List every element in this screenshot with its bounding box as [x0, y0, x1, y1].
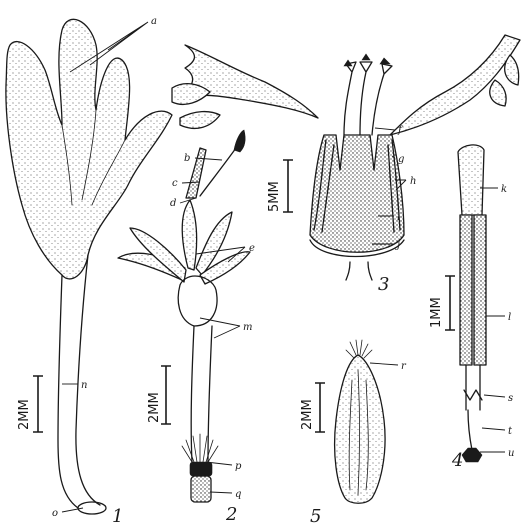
figure-4-stamen: [458, 145, 486, 462]
label-r: r: [401, 361, 407, 372]
label-o: o: [52, 508, 58, 519]
figure-number-5: 5: [310, 506, 321, 527]
label-c: c: [172, 178, 178, 189]
fig2-ovary: [191, 476, 211, 502]
figure-5-scale: [335, 340, 385, 503]
scale-bar-fig2: 2MM: [147, 366, 171, 424]
figure-2-floret: [118, 130, 250, 502]
label-h: h: [410, 176, 416, 187]
label-d: d: [170, 198, 176, 209]
label-g: g: [398, 154, 404, 165]
label-e: e: [249, 243, 255, 254]
label-q: q: [235, 489, 241, 500]
figure-number-4: 4: [451, 450, 463, 471]
label-n: n: [81, 380, 87, 391]
fig4-filament: [466, 365, 480, 410]
label-k: k: [501, 184, 507, 195]
fig2-pappus: [182, 434, 218, 462]
label-s: s: [508, 393, 513, 404]
scale-bar-fig5-label: 2MM: [300, 399, 315, 430]
figure-number-2: 2: [225, 504, 237, 525]
fig3-ray-right-tip-2: [490, 80, 506, 106]
scale-bar-fig3-label: 5MM: [267, 181, 282, 212]
label-p: p: [235, 461, 242, 472]
fig4-appendage: [468, 410, 472, 450]
figure-number-3: 3: [378, 274, 389, 295]
fig2-lobe-mid: [182, 200, 196, 270]
label-t: t: [508, 426, 513, 437]
label-a: a: [151, 16, 157, 27]
label-i: i: [397, 212, 400, 223]
label-b: b: [184, 153, 190, 164]
fig2-stem: [191, 326, 212, 462]
figure-number-1: 1: [112, 506, 123, 527]
fig4-base-collar: [464, 390, 482, 400]
scale-bar-fig4-label: 1MM: [429, 297, 444, 328]
fig3-ray-left-tip-2: [180, 112, 220, 129]
fig3-inner-florets: [344, 62, 392, 135]
figure-numbers: 1 2 3 4 5: [112, 274, 463, 527]
fig3-stigmas: [344, 54, 390, 66]
fig2-tube: [178, 276, 217, 326]
fig4-anther-right: [474, 215, 486, 365]
fig3-ray-right-tip: [505, 55, 519, 85]
fig4-anther-left: [460, 215, 472, 365]
fig1-tube: [58, 255, 100, 508]
scale-bar-fig4: 1MM: [429, 276, 455, 330]
fig4-connective: [458, 145, 484, 215]
fig2-ovary-collar: [190, 462, 212, 476]
scale-bar-fig2-label: 2MM: [147, 392, 162, 423]
scale-bar-fig1-label: 2MM: [17, 399, 32, 430]
scale-bar-fig5: 2MM: [300, 383, 325, 432]
fig2-stigma: [234, 130, 245, 152]
fig4-base: [462, 448, 482, 462]
scale-bar-fig1: 2MM: [17, 376, 43, 432]
fig3-ray-left: [180, 45, 318, 118]
label-l: l: [508, 312, 511, 323]
label-u: u: [508, 448, 514, 459]
label-m: m: [243, 322, 252, 333]
scale-bar-fig3: 5MM: [267, 160, 293, 212]
